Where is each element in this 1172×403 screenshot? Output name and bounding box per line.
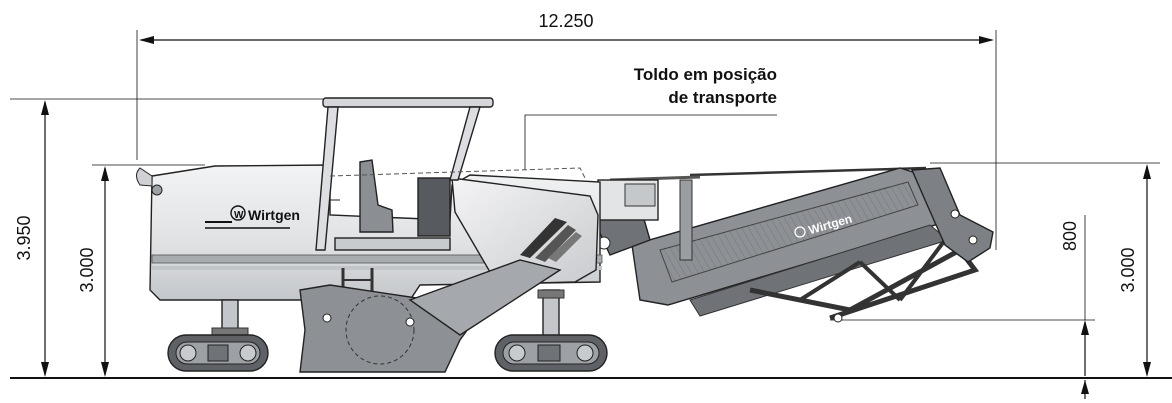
front-track	[167, 299, 269, 372]
center-hopper	[451, 177, 599, 285]
overall-length-label: 12.250	[538, 11, 593, 31]
total-height-label: 3.950	[14, 215, 34, 260]
canopy-annotation: Toldo em posição de transporte	[524, 65, 777, 170]
dimension-total-height: 3.950	[10, 98, 330, 377]
milling-drum-housing	[299, 259, 562, 373]
rear-track	[494, 289, 608, 372]
discharge-conveyor: Wirtgen	[631, 167, 994, 323]
operator-canopy	[315, 97, 494, 251]
body-height-label: 3.000	[77, 247, 97, 292]
dimension-body-height: 3.000	[77, 164, 205, 377]
milling-machine: Wirtgen W Wirtgen	[136, 97, 994, 373]
canopy-note-line2: de transporte	[668, 88, 777, 107]
conveyor-clearance-label: 800	[1060, 221, 1080, 251]
svg-text:W: W	[234, 210, 244, 221]
body-logo: W Wirtgen	[205, 205, 300, 229]
dimension-overall-length: 12.250	[136, 11, 997, 250]
canopy-note-line1: Toldo em posição	[634, 65, 777, 84]
dimension-conveyor-height: 3.000	[930, 162, 1160, 377]
body-logo-text: Wirtgen	[248, 207, 300, 223]
dimension-conveyor-clearance: 800	[830, 215, 1095, 399]
conveyor-height-label: 3.000	[1118, 247, 1138, 292]
